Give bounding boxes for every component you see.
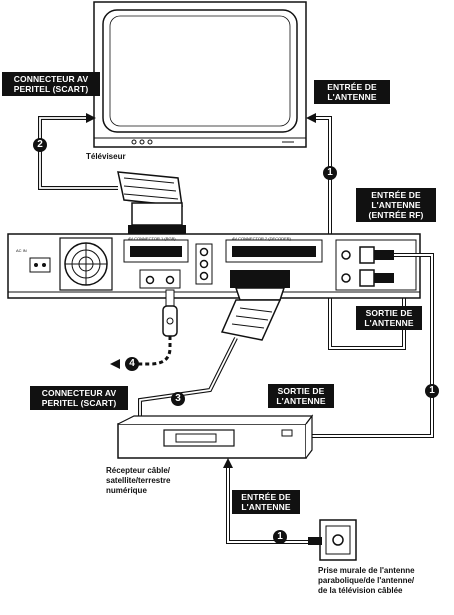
label-scart-box: CONNECTEUR AV PERITEL (SCART) bbox=[30, 386, 128, 410]
tv-set bbox=[93, 1, 307, 148]
control-cable bbox=[110, 289, 178, 369]
label-antenna-out-rec: SORTIE DE L'ANTENNE bbox=[356, 306, 422, 330]
scart-plug-tv bbox=[117, 171, 186, 234]
recorder-rear-panel bbox=[7, 233, 421, 299]
step-number-1: 1 bbox=[323, 166, 337, 180]
label-tv: Téléviseur bbox=[86, 152, 126, 161]
panel-av2: AV CONNECTOR 2 (DECODER) bbox=[232, 236, 291, 241]
label-wall-outlet: Prise murale de l'antenne parabolique/de… bbox=[318, 566, 415, 595]
panel-av1: AV CONNECTOR 1 (RGB) bbox=[128, 236, 176, 241]
label-rf-in: ENTRÉE DE L'ANTENNE (ENTRÉE RF) bbox=[356, 188, 436, 222]
receiver-box bbox=[117, 414, 314, 459]
label-antenna-in-tv: ENTRÉE DE L'ANTENNE bbox=[314, 80, 390, 104]
step-number-1b: 1 bbox=[425, 384, 439, 398]
label-antenna-in-box: ENTRÉE DE L'ANTENNE bbox=[232, 490, 300, 514]
arrow-tv-antenna bbox=[306, 113, 316, 123]
cable-3-scart bbox=[138, 337, 238, 420]
step-number-2: 2 bbox=[33, 138, 47, 152]
cable-2-scart bbox=[38, 113, 118, 190]
panel-ac-in: AC IN bbox=[16, 248, 27, 253]
step-number-4: 4 bbox=[125, 357, 139, 371]
scart-plug-recorder bbox=[220, 270, 290, 341]
label-scart-tv: CONNECTEUR AV PERITEL (SCART) bbox=[2, 72, 100, 96]
step-number-1c: 1 bbox=[273, 530, 287, 544]
wall-socket bbox=[308, 519, 357, 561]
label-antenna-out-box: SORTIE DE L'ANTENNE bbox=[268, 384, 334, 408]
rf-plugs bbox=[359, 246, 394, 287]
step-number-3: 3 bbox=[171, 392, 185, 406]
label-receiver: Récepteur câble/ satellite/terrestre num… bbox=[106, 466, 171, 495]
